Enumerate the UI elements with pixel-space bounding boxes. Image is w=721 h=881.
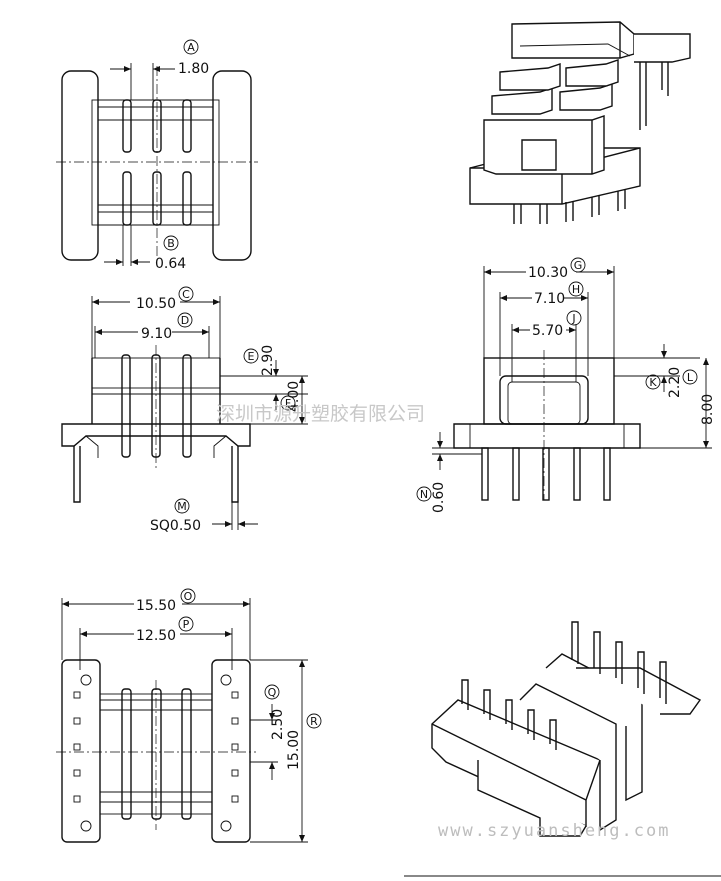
dim-L-label: L — [687, 371, 694, 384]
dim-D-label: D — [181, 314, 189, 327]
dim-N-label: N — [420, 488, 428, 501]
dim-K-label: K — [649, 376, 657, 389]
dim-Q-label: Q — [268, 686, 277, 699]
top-view: A 1.80 B 0.64 — [56, 39, 258, 272]
dim-H-marker — [568, 281, 584, 297]
dim-D-value: 9.10 — [141, 326, 172, 342]
dim-D-marker — [177, 312, 193, 328]
dim-F-marker — [280, 395, 296, 411]
dim-B-label: B — [167, 237, 175, 250]
dim-A-marker — [183, 39, 199, 55]
dim-J-value: 5.70 — [532, 323, 563, 339]
dim-Q-marker — [264, 684, 280, 700]
dim-P-label: P — [183, 618, 190, 631]
dim-E-marker — [243, 348, 259, 364]
dim-R-value: 15.00 — [286, 730, 302, 770]
dim-F-value: 4.00 — [286, 381, 302, 412]
bottom-view: 15.50 O 12.50 P 2.50 Q 15.00 R — [56, 588, 322, 843]
dim-J-marker — [566, 310, 582, 326]
dim-G-marker — [570, 257, 586, 273]
company-watermark: 深圳市源升塑胶有限公司 — [216, 403, 425, 425]
dim-R-marker — [306, 713, 322, 729]
dim-H-value: 7.10 — [534, 291, 565, 307]
dim-G-value: 10.30 — [528, 265, 568, 281]
dim-L-value: 8.00 — [700, 394, 716, 425]
dim-C-marker — [178, 286, 194, 302]
dim-N-marker — [416, 486, 432, 502]
iso-view-top — [469, 21, 691, 224]
dim-J-label: J — [571, 312, 575, 325]
dim-P-marker — [178, 616, 194, 632]
dim-B-marker — [163, 235, 179, 251]
slot — [122, 171, 132, 226]
dim-E-label: E — [248, 350, 255, 363]
iso-view-bottom — [431, 621, 702, 837]
dim-M-marker — [174, 498, 190, 514]
dim-C-value: 10.50 — [136, 296, 176, 312]
dim-O-label: O — [184, 590, 193, 603]
dim-E-value: 2.90 — [260, 345, 276, 376]
front-view: 10.50 C 9.10 D 2.90 E 4.00 F M SQ0.50 — [61, 286, 308, 534]
dim-A-value: 1.80 — [178, 61, 209, 77]
dim-P-value: 12.50 — [136, 628, 176, 644]
slot — [182, 99, 192, 153]
dim-G-label: G — [574, 259, 583, 272]
left-flange — [61, 70, 99, 261]
dim-O-value: 15.50 — [136, 598, 176, 614]
dim-Q-value: 2.50 — [270, 709, 286, 740]
dim-O-marker — [180, 588, 196, 604]
dim-H-label: H — [572, 283, 580, 296]
website-watermark: www.szyuansheng.com — [438, 821, 670, 841]
dim-M-value: SQ0.50 — [150, 518, 201, 534]
slot — [182, 171, 192, 226]
dim-K-value: 2.20 — [667, 367, 683, 398]
dim-A-label: A — [187, 41, 195, 54]
dim-L-marker — [682, 369, 698, 385]
dim-B-value: 0.64 — [155, 256, 186, 272]
slot — [152, 171, 162, 226]
dim-R-label: R — [310, 715, 318, 728]
dim-K-marker — [645, 374, 661, 390]
dim-F-label: F — [285, 397, 291, 410]
dim-N-value: 0.60 — [431, 482, 447, 513]
dim-M-label: M — [177, 500, 187, 513]
side-view: 10.30 G 7.10 H 5.70 J 2.20 K 8.00 L — [416, 257, 716, 513]
slot — [122, 99, 132, 153]
dim-C-label: C — [182, 288, 190, 301]
